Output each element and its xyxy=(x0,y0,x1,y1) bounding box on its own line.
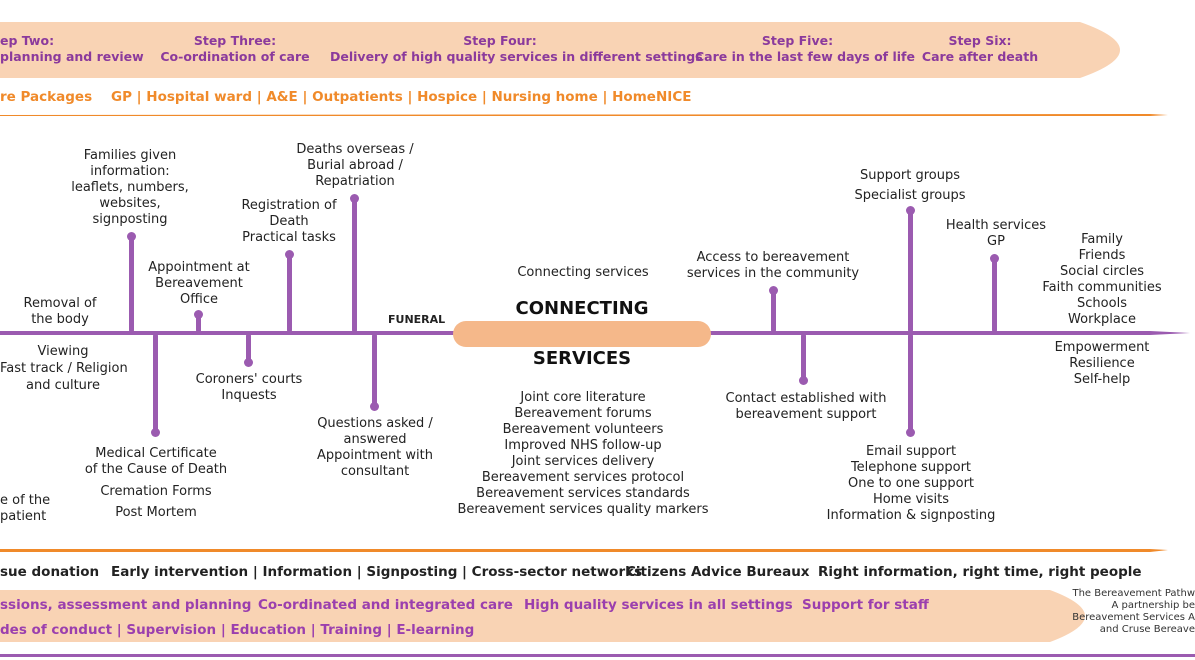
band-assessment: ssions, assessment and planning xyxy=(0,597,252,613)
label-questions: Questions asked /answered Appointment wi… xyxy=(316,416,433,479)
citizens-advice-label: Citizens Advice Bureaux xyxy=(626,564,810,580)
top-separator xyxy=(0,114,1168,116)
label-funeral: FUNERAL xyxy=(388,313,446,326)
connector-registration xyxy=(287,254,292,332)
band-codes-conduct: des of conduct | Supervision | Education… xyxy=(0,622,475,638)
early-intervention-label: Early intervention | Information | Signp… xyxy=(111,564,643,580)
care-settings-list: GP | Hospital ward | A&E | Outpatients |… xyxy=(111,89,656,105)
step-four: Step Four:Delivery of high quality servi… xyxy=(330,33,703,64)
tissue-donation-label: sue donation xyxy=(0,564,100,580)
connector-coroners-cap xyxy=(244,358,253,367)
connector-email xyxy=(908,334,913,432)
right-information-label: Right information, right time, right peo… xyxy=(818,564,1142,580)
connector-email-cap xyxy=(906,428,915,437)
step-two: ep Two: planning and review xyxy=(0,33,144,64)
step-six: Step Six:Care after death xyxy=(921,33,1039,64)
connector-contact-cap xyxy=(799,376,808,385)
connector-access xyxy=(771,290,776,332)
connector-questions xyxy=(372,334,377,406)
band-high-quality: High quality services in all settings xyxy=(524,597,793,613)
connector-medical xyxy=(153,334,158,432)
bottom-separator xyxy=(0,549,1168,552)
connecting-capsule xyxy=(453,321,711,347)
step-three: Step Three:Co-ordination of care xyxy=(160,33,310,64)
connector-access-cap xyxy=(769,286,778,295)
connector-families xyxy=(129,236,134,332)
connector-appointment-cap xyxy=(194,310,203,319)
connector-health xyxy=(992,258,997,332)
connector-support-groups xyxy=(908,210,913,332)
connector-questions-cap xyxy=(370,402,379,411)
label-deaths-overseas: Deaths overseas /Burial abroad / Repatri… xyxy=(296,142,414,189)
footer-line xyxy=(0,654,1195,657)
connector-health-cap xyxy=(990,254,999,263)
step-five: Step Five:Care in the last few days of l… xyxy=(695,33,915,64)
top-step-band xyxy=(0,22,1120,78)
connector-registration-cap xyxy=(285,250,294,259)
label-medical: Medical Certificate of the Cause of Deat… xyxy=(84,446,228,520)
care-packages-label: re Packages xyxy=(0,89,93,105)
label-connecting-services: Connecting services xyxy=(517,265,649,280)
band-coordinated: Co-ordinated and integrated care xyxy=(258,597,513,613)
connector-deaths-overseas-cap xyxy=(350,194,359,203)
connector-support-groups-cap xyxy=(906,206,915,215)
bottom-band xyxy=(0,590,1085,642)
connector-coroners xyxy=(246,334,251,362)
connector-deaths-overseas xyxy=(352,198,357,332)
band-support-staff: Support for staff xyxy=(802,597,929,613)
connector-contact xyxy=(801,334,806,380)
label-connecting: CONNECTING xyxy=(515,298,649,319)
connector-medical-cap xyxy=(151,428,160,437)
connector-families-cap xyxy=(127,232,136,241)
label-services: SERVICES xyxy=(532,348,632,369)
nice-label: NICE xyxy=(656,89,692,105)
connector-appointment xyxy=(196,314,201,332)
